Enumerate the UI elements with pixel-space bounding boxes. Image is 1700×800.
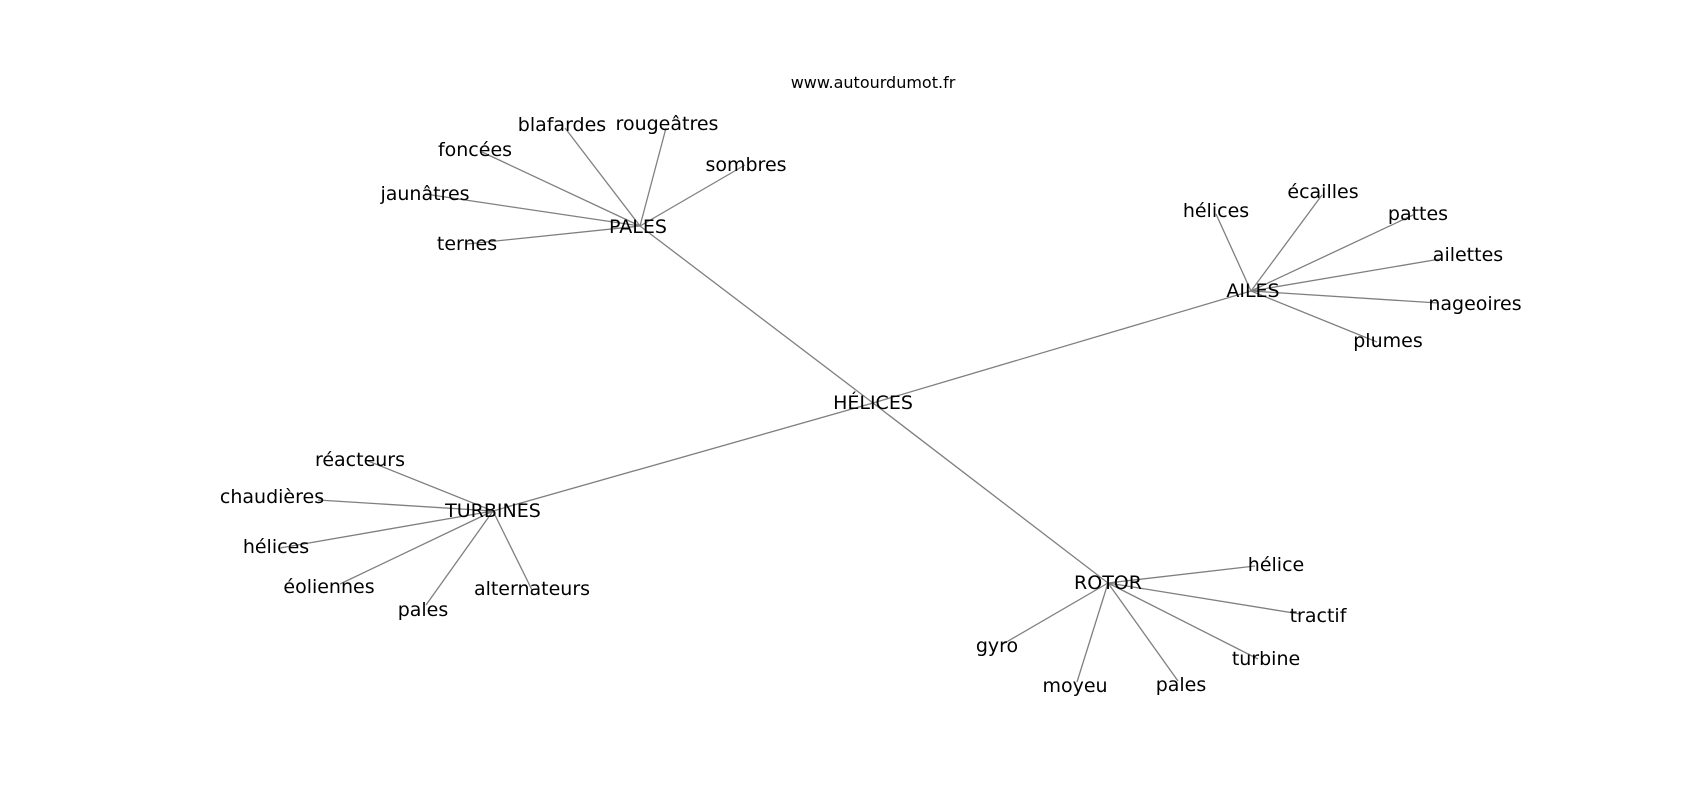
leaf-rotor-moyeu: moyeu xyxy=(1042,675,1107,697)
leaf-pales-jaunatres: jaunâtres xyxy=(379,183,469,205)
leaf-ailes-plumes: plumes xyxy=(1353,330,1422,352)
edge-rotor-helice xyxy=(1107,565,1256,584)
edge-turbines-helices xyxy=(279,510,494,549)
edge-rotor-moyeu xyxy=(1076,582,1109,683)
edge-pales-sombres xyxy=(639,164,746,227)
edge-pales-ternes xyxy=(466,225,641,245)
edge-pales-foncees xyxy=(481,151,641,227)
edge-rotor-gyro xyxy=(1002,582,1109,645)
edge-ailes-plumes xyxy=(1250,290,1378,343)
edge-turbines-pales xyxy=(425,510,494,606)
leaf-rotor-tractif: tractif xyxy=(1290,605,1348,627)
edge-root-turbines xyxy=(492,402,874,512)
leaf-pales-blafardes: blafardes xyxy=(518,114,606,136)
leaf-ailes-ailettes: ailettes xyxy=(1433,244,1503,266)
leaf-ailes-helices: hélices xyxy=(1183,200,1249,222)
edge-ailes-helices xyxy=(1215,213,1252,292)
edge-turbines-chaudieres xyxy=(317,499,494,512)
edge-ailes-ecailles xyxy=(1250,194,1323,292)
edge-turbines-alternateurs xyxy=(492,510,533,591)
edge-ailes-ailettes xyxy=(1250,258,1441,292)
leaf-pales-foncees: foncées xyxy=(438,139,512,161)
leaf-turbines-chaudieres: chaudières xyxy=(220,486,324,508)
edge-root-ailes xyxy=(872,290,1252,404)
leaf-ailes-ecailles: écailles xyxy=(1287,181,1358,203)
source-url: www.autourdumot.fr xyxy=(791,73,956,92)
leaf-rotor-pales: pales xyxy=(1156,674,1207,696)
branch-pales: PALES xyxy=(609,216,667,238)
edge-ailes-pattes xyxy=(1250,214,1414,292)
edge-turbines-reacteurs xyxy=(367,460,494,512)
leaf-turbines-alternateurs: alternateurs xyxy=(474,578,590,600)
edge-root-rotor xyxy=(872,402,1109,584)
leaf-pales-rougeatres: rougeâtres xyxy=(616,113,719,135)
edge-pales-blafardes xyxy=(564,127,641,227)
edge-pales-rougeatres xyxy=(639,127,667,227)
leaf-turbines-reacteurs: réacteurs xyxy=(315,449,405,471)
edge-turbines-eoliennes xyxy=(339,510,494,585)
leaf-turbines-eoliennes: éoliennes xyxy=(283,576,374,598)
edge-root-pales xyxy=(639,225,874,404)
leaf-ailes-pattes: pattes xyxy=(1388,203,1448,225)
leaf-rotor-gyro: gyro xyxy=(976,635,1018,657)
leaf-turbines-pales: pales xyxy=(398,599,449,621)
edges xyxy=(279,127,1441,683)
root-word: HÉLICES xyxy=(833,391,913,414)
leaf-rotor-helice: hélice xyxy=(1248,554,1304,576)
leaf-pales-sombres: sombres xyxy=(705,154,786,176)
branch-rotor: ROTOR xyxy=(1074,572,1142,594)
leaf-pales-ternes: ternes xyxy=(437,233,497,255)
edge-rotor-pales xyxy=(1107,582,1179,682)
branch-turbines: TURBINES xyxy=(444,500,541,522)
leaf-rotor-turbine: turbine xyxy=(1232,648,1300,670)
edge-rotor-turbine xyxy=(1107,582,1259,660)
edge-rotor-tractif xyxy=(1107,582,1301,615)
leaf-turbines-helices: hélices xyxy=(243,536,309,558)
leaf-ailes-nageoires: nageoires xyxy=(1428,293,1521,315)
edge-pales-jaunatres xyxy=(424,193,641,227)
branch-ailes: AILES xyxy=(1226,280,1279,302)
edge-ailes-nageoires xyxy=(1250,290,1439,304)
